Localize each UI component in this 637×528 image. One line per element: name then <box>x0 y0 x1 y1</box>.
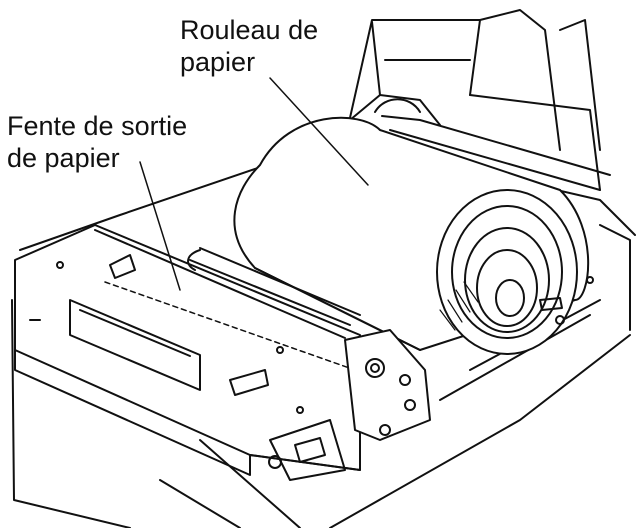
paper-exit-slot <box>104 281 356 371</box>
roll-leader-line <box>269 77 369 186</box>
slot-leader-line <box>139 161 181 291</box>
paper-roll <box>233 116 590 355</box>
paper-roll-label: Rouleau de papier <box>180 14 318 78</box>
paper-exit-slot-label-line1: Fente de sortie <box>7 111 188 141</box>
paper-roll-label-line1: Rouleau de <box>180 15 319 45</box>
paper-exit-slot-label-line2: de papier <box>7 143 120 173</box>
paper-roll-label-line2: papier <box>180 47 256 77</box>
side-frame <box>268 276 594 481</box>
paper-exit-slot-label: Fente de sortie de papier <box>7 110 187 174</box>
leader-lines <box>139 77 369 291</box>
printer-cover <box>344 9 611 191</box>
print-mechanism <box>14 224 361 476</box>
